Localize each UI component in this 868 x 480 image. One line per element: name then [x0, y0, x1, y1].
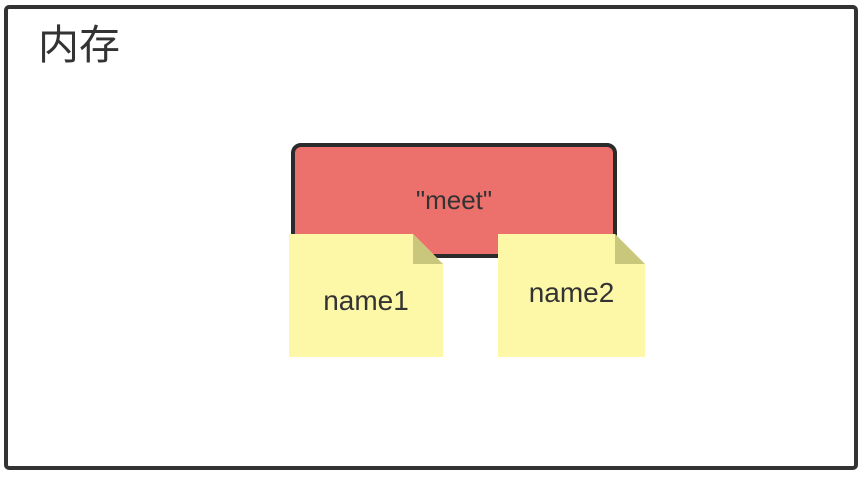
variable-note-name2: name2 — [498, 234, 645, 357]
variable-name1-label: name1 — [323, 285, 409, 316]
note-fold-corner-icon — [615, 234, 645, 264]
variable-note-name1: name1 — [289, 234, 443, 357]
note-fold-corner-icon — [413, 234, 443, 264]
memory-title: 内存 — [38, 22, 120, 68]
string-value-label: "meet" — [415, 185, 493, 215]
variable-name2-label: name2 — [528, 277, 615, 308]
